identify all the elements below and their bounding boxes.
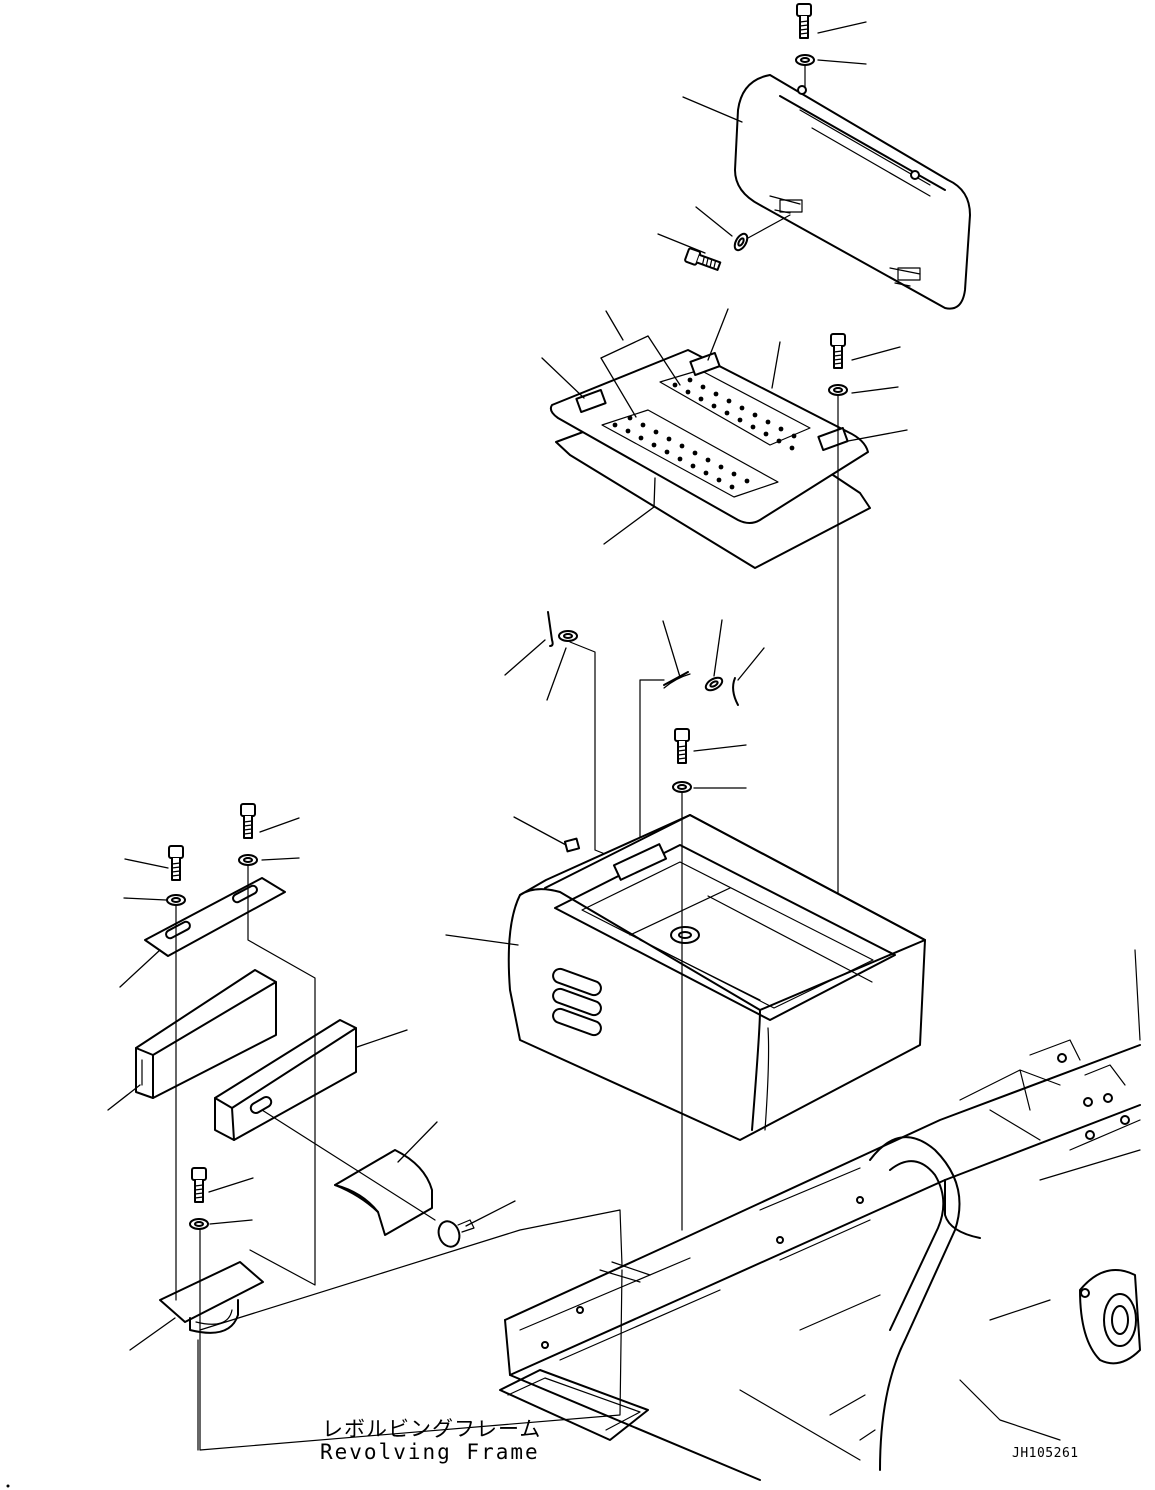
small-cover: [334, 1149, 433, 1236]
revolving-frame: [499, 949, 1141, 1481]
bolt-icon: [830, 333, 846, 369]
small-parts: [547, 611, 739, 706]
left-bracket: [135, 969, 277, 1099]
seat-pan: [549, 349, 871, 569]
seat-back-cushion: [734, 74, 971, 310]
washer-icon: [828, 384, 848, 396]
washer-icon: [795, 54, 815, 66]
mounting-plate: [144, 877, 286, 957]
knob: [437, 1219, 475, 1248]
bolt-icon: [191, 1167, 207, 1203]
revolving-frame-label-en: Revolving Frame: [320, 1440, 540, 1464]
callout-leaders: [107, 21, 908, 1351]
washer-icon: [189, 1218, 209, 1230]
drawing-code: JH105261: [1012, 1446, 1079, 1461]
corner-mark: [6, 1484, 10, 1488]
washer-icon: [731, 230, 751, 254]
washer-icon: [166, 894, 186, 906]
bolt-icon: [240, 803, 256, 839]
washer-icon: [238, 854, 258, 866]
washer-icon: [558, 630, 578, 642]
bolt-icon: [796, 3, 812, 39]
seat-box: [507, 814, 926, 1141]
bolt-icon: [168, 845, 184, 881]
revolving-frame-label-jp: レボルビングフレーム: [322, 1417, 542, 1441]
vent-slots: [552, 967, 602, 1037]
washer-icon: [702, 674, 726, 694]
bolt-icon: [674, 728, 690, 764]
washer-icon: [672, 781, 692, 793]
right-bracket: [214, 1019, 357, 1141]
